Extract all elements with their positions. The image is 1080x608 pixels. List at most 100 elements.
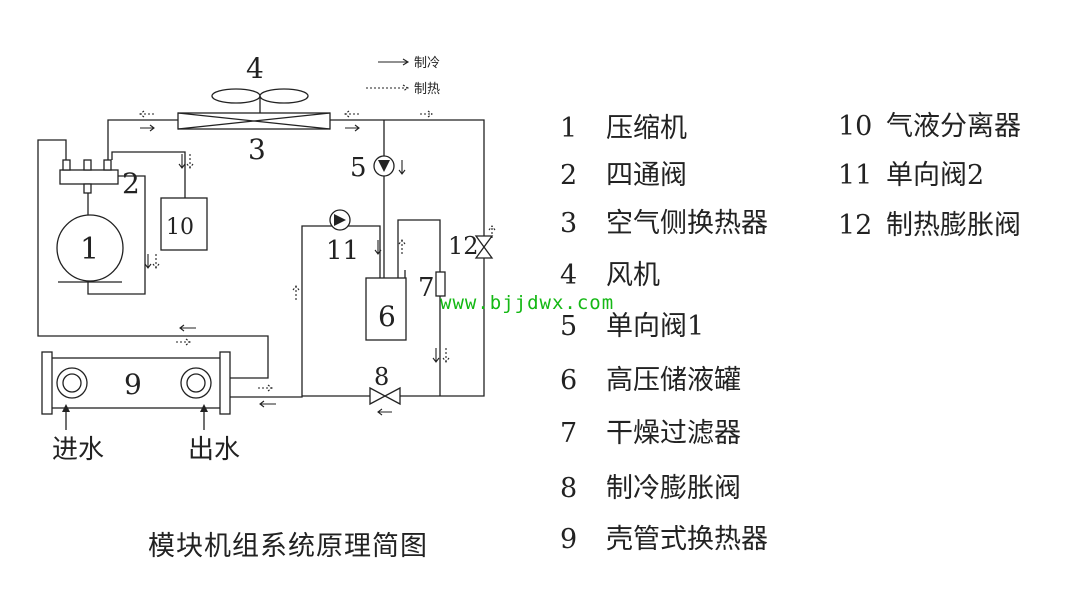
watermark-text: www.bjjdwx.com [440, 292, 615, 314]
tube-sheet [180, 367, 212, 399]
legend-heating-arrow [366, 84, 410, 92]
pipe-check2-loop [228, 225, 381, 398]
component-number-4: 4 [246, 52, 264, 85]
water-outlet-label: 出水 [188, 435, 240, 465]
heating-arrow [488, 225, 496, 238]
legend-number: 2 [560, 160, 578, 191]
legend-number: 5 [560, 311, 578, 342]
tube-sheet [186, 373, 206, 393]
four-way-valve-port [83, 183, 92, 194]
legend-item-heating-expansion-valve: 12 制热膨胀阀 [838, 203, 1021, 242]
component-number-3: 3 [248, 133, 266, 166]
check-valve-1-tip [378, 160, 390, 172]
cooling-arrow [179, 324, 196, 332]
exchanger-cross [177, 112, 331, 130]
filter-drier [435, 271, 446, 297]
legend-item-receiver: 6 高压储液罐 [560, 358, 741, 397]
component-number-2: 2 [122, 167, 140, 200]
legend-number: 7 [560, 418, 578, 449]
legend-number: 6 [560, 365, 578, 396]
tube-sheet [62, 373, 82, 393]
fan-blade [259, 88, 309, 104]
legend-item-gas-liquid-separator: 10 气液分离器 [838, 104, 1021, 143]
legend-label: 气液分离器 [886, 111, 1021, 142]
legend-label: 四通阀 [606, 160, 687, 191]
high-pressure-receiver [365, 277, 407, 341]
legend-item-check-valve-2: 11 单向阀2 [838, 153, 984, 192]
heating-arrow [442, 348, 450, 363]
component-number-12: 12 [448, 232, 479, 260]
legend-label: 壳管式换热器 [606, 524, 768, 555]
legend-item-filter-drier: 7 干燥过滤器 [560, 411, 741, 450]
legend-number: 3 [560, 208, 578, 239]
cooling-arrow [398, 160, 406, 175]
water-inlet-label: 进水 [52, 435, 104, 465]
legend-label: 压缩机 [606, 113, 687, 144]
legend-number: 8 [560, 473, 578, 504]
component-number-7: 7 [418, 273, 435, 303]
component-number-8: 8 [374, 363, 389, 391]
four-way-valve-port [62, 159, 71, 171]
water-inlet-arrow [62, 404, 70, 412]
pipe-filter-loop [397, 219, 441, 396]
legend-number: 1 [560, 113, 578, 144]
component-number-5: 5 [350, 153, 367, 183]
fan-blade [211, 88, 261, 104]
check-valve-2-tip [334, 214, 346, 226]
component-number-6: 6 [378, 300, 396, 333]
cooling-arrow [144, 254, 152, 269]
legend-item-four-way-valve: 2 四通阀 [560, 153, 687, 192]
component-number-1: 1 [80, 232, 99, 267]
heating-arrow [258, 384, 273, 392]
pipe-valve-to-shell [37, 139, 269, 379]
cooling-arrow [374, 240, 382, 255]
four-way-valve-port [83, 159, 92, 171]
legend-label: 高压储液罐 [606, 365, 741, 396]
legend-label: 空气侧换热器 [606, 208, 768, 239]
legend-cooling-label: 制冷 [414, 56, 440, 71]
heating-arrow [152, 254, 160, 269]
heating-arrow [344, 110, 359, 118]
legend-item-shell-tube-exchanger: 9 壳管式换热器 [560, 517, 768, 556]
legend-number: 11 [838, 160, 873, 191]
legend-label: 单向阀2 [886, 160, 985, 191]
heating-arrow [292, 285, 300, 300]
legend-label: 制热膨胀阀 [886, 210, 1021, 241]
heating-arrow [420, 110, 433, 118]
heating-arrow [398, 239, 406, 254]
shell-end-cap [219, 351, 231, 415]
cooling-arrow [432, 348, 440, 363]
heating-expansion-valve [474, 235, 494, 259]
cooling-arrow [377, 408, 392, 416]
legend-number: 10 [838, 111, 873, 142]
heating-arrow [186, 154, 194, 169]
gas-liquid-separator [160, 197, 208, 251]
pipe-valve-to-separator [111, 151, 186, 198]
compressor [56, 214, 124, 282]
legend-number: 9 [560, 524, 578, 555]
legend-label: 制冷膨胀阀 [606, 473, 741, 504]
legend-cooling-arrow [378, 58, 410, 66]
component-number-11: 11 [326, 236, 359, 266]
cooling-arrow [259, 400, 276, 408]
legend-label: 单向阀1 [606, 311, 705, 342]
cooling-arrow [345, 124, 360, 132]
legend-label: 干燥过滤器 [606, 418, 741, 449]
legend-number: 12 [838, 210, 873, 241]
shell-end-cap [41, 351, 53, 415]
four-way-valve-port [103, 159, 112, 171]
four-way-valve [59, 169, 119, 185]
cooling-expansion-valve [369, 386, 401, 406]
legend-item-air-side-exchanger: 3 空气侧换热器 [560, 201, 768, 240]
legend-heating-label: 制热 [414, 82, 440, 97]
legend-item-cooling-expansion-valve: 8 制冷膨胀阀 [560, 466, 741, 505]
legend-item-check-valve-1: 5 单向阀1 [560, 304, 704, 343]
legend-number: 4 [560, 260, 578, 291]
water-outlet-arrow [200, 404, 208, 412]
component-number-10: 10 [166, 215, 194, 240]
heating-arrow [176, 338, 191, 346]
diagram-caption: 模块机组系统原理简图 [148, 531, 428, 562]
component-number-9: 9 [124, 368, 142, 401]
